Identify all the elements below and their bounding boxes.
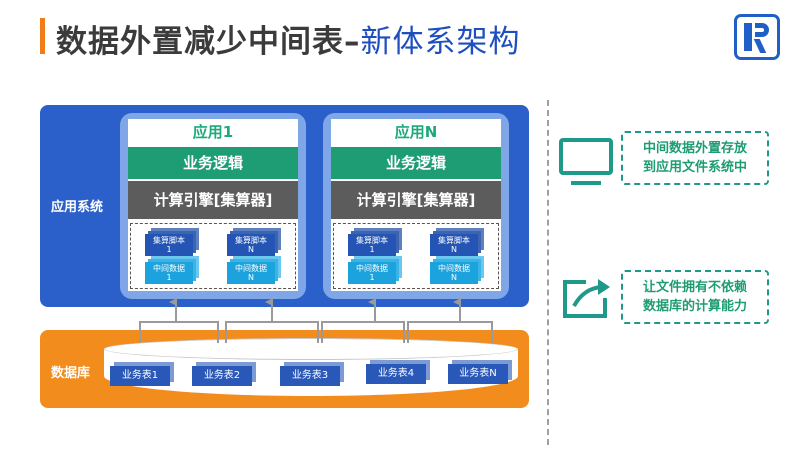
app-system-label: 应用系统 [51,200,104,215]
compute-engine-box: 计算引擎[集算器] [128,181,298,219]
compute-engine-box: 计算引擎[集算器] [331,181,501,219]
note-file-compute: 让文件拥有不依赖 数据库的计算能力 [621,270,769,324]
business-table-1: 业务表1 [110,362,174,386]
business-logic-box: 业务逻辑 [128,147,298,179]
database-cylinder-top [104,338,518,360]
title-accent-bar [40,18,45,54]
page-title-accent: 新体系架构 [360,24,521,60]
business-logic-box: 业务逻辑 [331,147,501,179]
connector-line [139,321,219,343]
connector-line [225,321,319,343]
business-table-n: 业务表N [448,360,512,384]
brand-logo-icon [734,14,780,60]
app-name: 应用N [394,123,438,141]
page-title: 数据外置减少中间表–新体系架构 [56,24,521,60]
business-table-4: 业务表4 [366,360,430,384]
connector-line [407,321,493,343]
connector-line [321,321,405,343]
business-table-2: 业务表2 [192,362,256,386]
app-name: 应用1 [192,123,234,141]
business-table-3: 业务表3 [280,362,344,386]
database-label: 数据库 [51,366,91,381]
note-external-storage: 中间数据外置存放 到应用文件系统中 [621,131,769,185]
vertical-divider [547,100,549,445]
